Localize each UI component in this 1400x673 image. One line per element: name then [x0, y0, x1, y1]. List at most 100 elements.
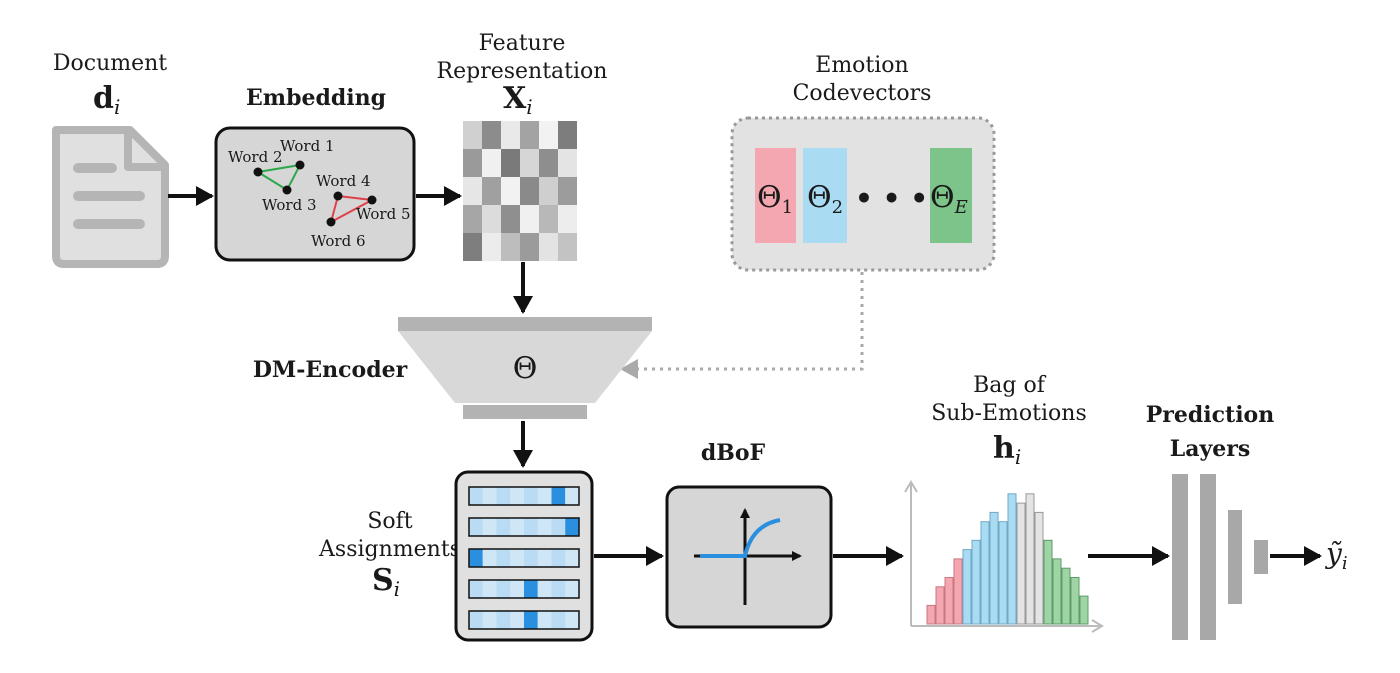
- soft-cell: [482, 611, 497, 629]
- soft-cell: [496, 518, 511, 536]
- feature-cell: [482, 233, 501, 261]
- histogram-bar: [980, 521, 990, 625]
- feature-cell: [539, 233, 558, 261]
- soft-cell: [469, 549, 483, 567]
- soft-cell: [565, 580, 579, 598]
- feature-cell: [520, 149, 539, 177]
- histogram-bar: [998, 521, 1008, 625]
- feature-cell: [558, 177, 577, 205]
- soft-cell: [469, 580, 483, 598]
- codevector-1-label: Θ1: [757, 180, 793, 218]
- soft-cell: [551, 549, 566, 567]
- feature-cell: [558, 205, 577, 233]
- feature-matrix: [463, 121, 577, 261]
- soft-cell: [524, 487, 538, 505]
- feature-cell: [520, 177, 539, 205]
- word-6-label: Word 6: [311, 232, 366, 250]
- word-3-label: Word 3: [262, 196, 317, 214]
- soft-symbol: Si: [372, 563, 400, 601]
- encoder-title: DM-Encoder: [253, 357, 408, 383]
- soft-cell: [510, 611, 524, 629]
- prediction-title-line1: Prediction: [1146, 402, 1274, 428]
- feature-title-line1: Feature: [479, 31, 566, 56]
- feature-cell: [482, 177, 501, 205]
- feature-cell: [539, 121, 558, 149]
- codevector-e: [930, 148, 972, 243]
- codevector-e-label: ΘE: [930, 180, 968, 218]
- histogram-bar: [1052, 558, 1062, 625]
- histogram-bar: [1079, 595, 1089, 625]
- soft-cell: [482, 580, 497, 598]
- codevectors-dotted-connector: [630, 272, 864, 371]
- soft-cell: [469, 611, 483, 629]
- prediction-layer-4: [1254, 540, 1268, 574]
- feature-cell: [520, 205, 539, 233]
- feature-cell: [520, 233, 539, 261]
- codevectors-arrowhead: [620, 359, 638, 379]
- soft-cell: [496, 487, 511, 505]
- feature-cell: [558, 121, 577, 149]
- codevectors-box: [730, 116, 996, 272]
- soft-row: [468, 579, 580, 599]
- prediction-layer-1: [1172, 474, 1188, 640]
- feature-cell: [501, 233, 520, 261]
- codevector-2: [803, 148, 847, 243]
- prediction-title-line2: Layers: [1170, 436, 1250, 462]
- soft-cell: [496, 611, 511, 629]
- soft-cell: [524, 518, 538, 536]
- soft-cell: [537, 487, 552, 505]
- codevectors-title-line2: Codevectors: [793, 81, 932, 106]
- feature-cell: [501, 177, 520, 205]
- soft-cell: [565, 549, 579, 567]
- feature-cell: [463, 121, 482, 149]
- soft-row: [468, 486, 580, 506]
- soft-row: [468, 610, 580, 630]
- word-5-label: Word 5: [356, 205, 411, 223]
- embedding-graph: [253, 160, 377, 227]
- feature-cell: [501, 149, 520, 177]
- histogram-bar: [926, 604, 936, 625]
- histogram-bar: [1043, 539, 1053, 625]
- soft-cell: [496, 549, 511, 567]
- feature-title-line2: Representation: [437, 59, 608, 84]
- soft-cell: [551, 518, 566, 536]
- embedding-title: Embedding: [246, 85, 386, 111]
- soft-cell: [510, 580, 524, 598]
- soft-cell: [565, 611, 579, 629]
- feature-cell: [539, 205, 558, 233]
- bag-symbol: hi: [993, 431, 1021, 469]
- soft-cell: [537, 611, 552, 629]
- soft-cell: [482, 518, 497, 536]
- soft-cell: [551, 487, 566, 505]
- bag-title-line1: Bag of: [973, 373, 1047, 398]
- histogram-axes: [904, 480, 1104, 633]
- soft-cell: [482, 487, 497, 505]
- histogram-bar: [944, 577, 954, 625]
- feature-cell: [463, 149, 482, 177]
- dbof-activation-plot: [694, 508, 802, 605]
- soft-cell: [524, 611, 538, 629]
- feature-cell: [501, 121, 520, 149]
- soft-cell: [469, 487, 483, 505]
- soft-cell: [551, 580, 566, 598]
- soft-row: [468, 548, 580, 568]
- encoder-symbol: Θ: [513, 351, 538, 386]
- word-2-label: Word 2: [228, 148, 283, 166]
- codevectors-title-line1: Emotion: [815, 53, 908, 78]
- soft-cell: [469, 518, 483, 536]
- soft-cell: [482, 549, 497, 567]
- document-icon: [52, 126, 169, 268]
- soft-assignment-rows: [468, 486, 580, 630]
- word-4-label: Word 4: [316, 172, 371, 190]
- word-1-label: Word 1: [280, 137, 335, 155]
- histogram-bar: [1007, 493, 1017, 625]
- soft-cell: [524, 580, 538, 598]
- histogram-bar: [962, 549, 972, 625]
- histogram-bars: [926, 493, 1089, 625]
- soft-cell: [565, 487, 579, 505]
- feature-cell: [539, 177, 558, 205]
- feature-cell: [482, 205, 501, 233]
- soft-row: [468, 517, 580, 537]
- histogram-bar: [1025, 493, 1035, 625]
